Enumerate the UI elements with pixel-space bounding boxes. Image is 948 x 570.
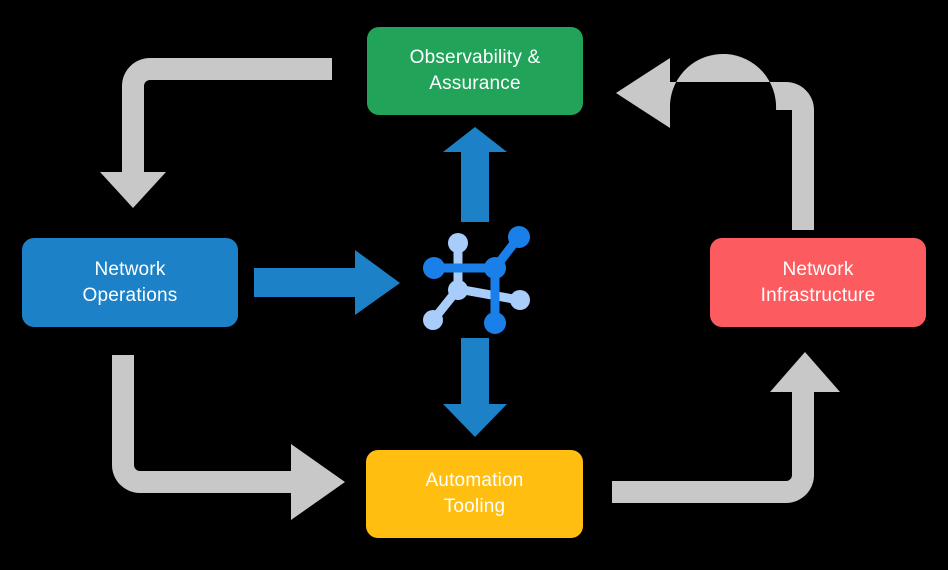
gray-arrow-operations-to-automation	[112, 355, 345, 520]
topology-node-left-dark	[423, 257, 445, 279]
node-label-network-infrastructure: Network Infrastructure	[760, 258, 876, 306]
topology-node-top-light	[448, 233, 468, 253]
node-label-network-operations: Network Operations	[82, 258, 178, 306]
blue-arrow-center-to-observability	[443, 127, 507, 222]
node-box-network-operations[interactable]: Network Operations	[22, 238, 238, 327]
topology-node-bottom-left-light	[423, 310, 443, 330]
topology-node-junction-dark	[484, 257, 506, 279]
node-box-network-infrastructure[interactable]: Network Infrastructure	[710, 238, 926, 327]
node-label-observability: Observability & Assurance	[409, 47, 541, 94]
node-label-automation-tooling: Automation Tooling	[425, 470, 524, 517]
network-topology-icon	[423, 226, 530, 334]
node-box-observability[interactable]: Observability & Assurance	[367, 27, 583, 115]
topology-node-bottom-dark	[484, 312, 506, 334]
topology-node-right-light	[510, 290, 530, 310]
blue-arrow-operations-to-center	[254, 250, 400, 315]
node-box-automation-tooling[interactable]: Automation Tooling	[366, 450, 583, 538]
topology-link-bottom-horizontal	[453, 284, 524, 305]
blue-arrow-center-to-automation	[443, 338, 507, 437]
topology-node-top-right-dark	[508, 226, 530, 248]
topology-node-center-light	[448, 280, 468, 300]
gray-arrow-observability-to-operations	[100, 58, 332, 208]
gray-arrow-automation-to-infrastructure	[612, 352, 840, 503]
gray-arrow-infrastructure-to-observability	[616, 53, 814, 231]
